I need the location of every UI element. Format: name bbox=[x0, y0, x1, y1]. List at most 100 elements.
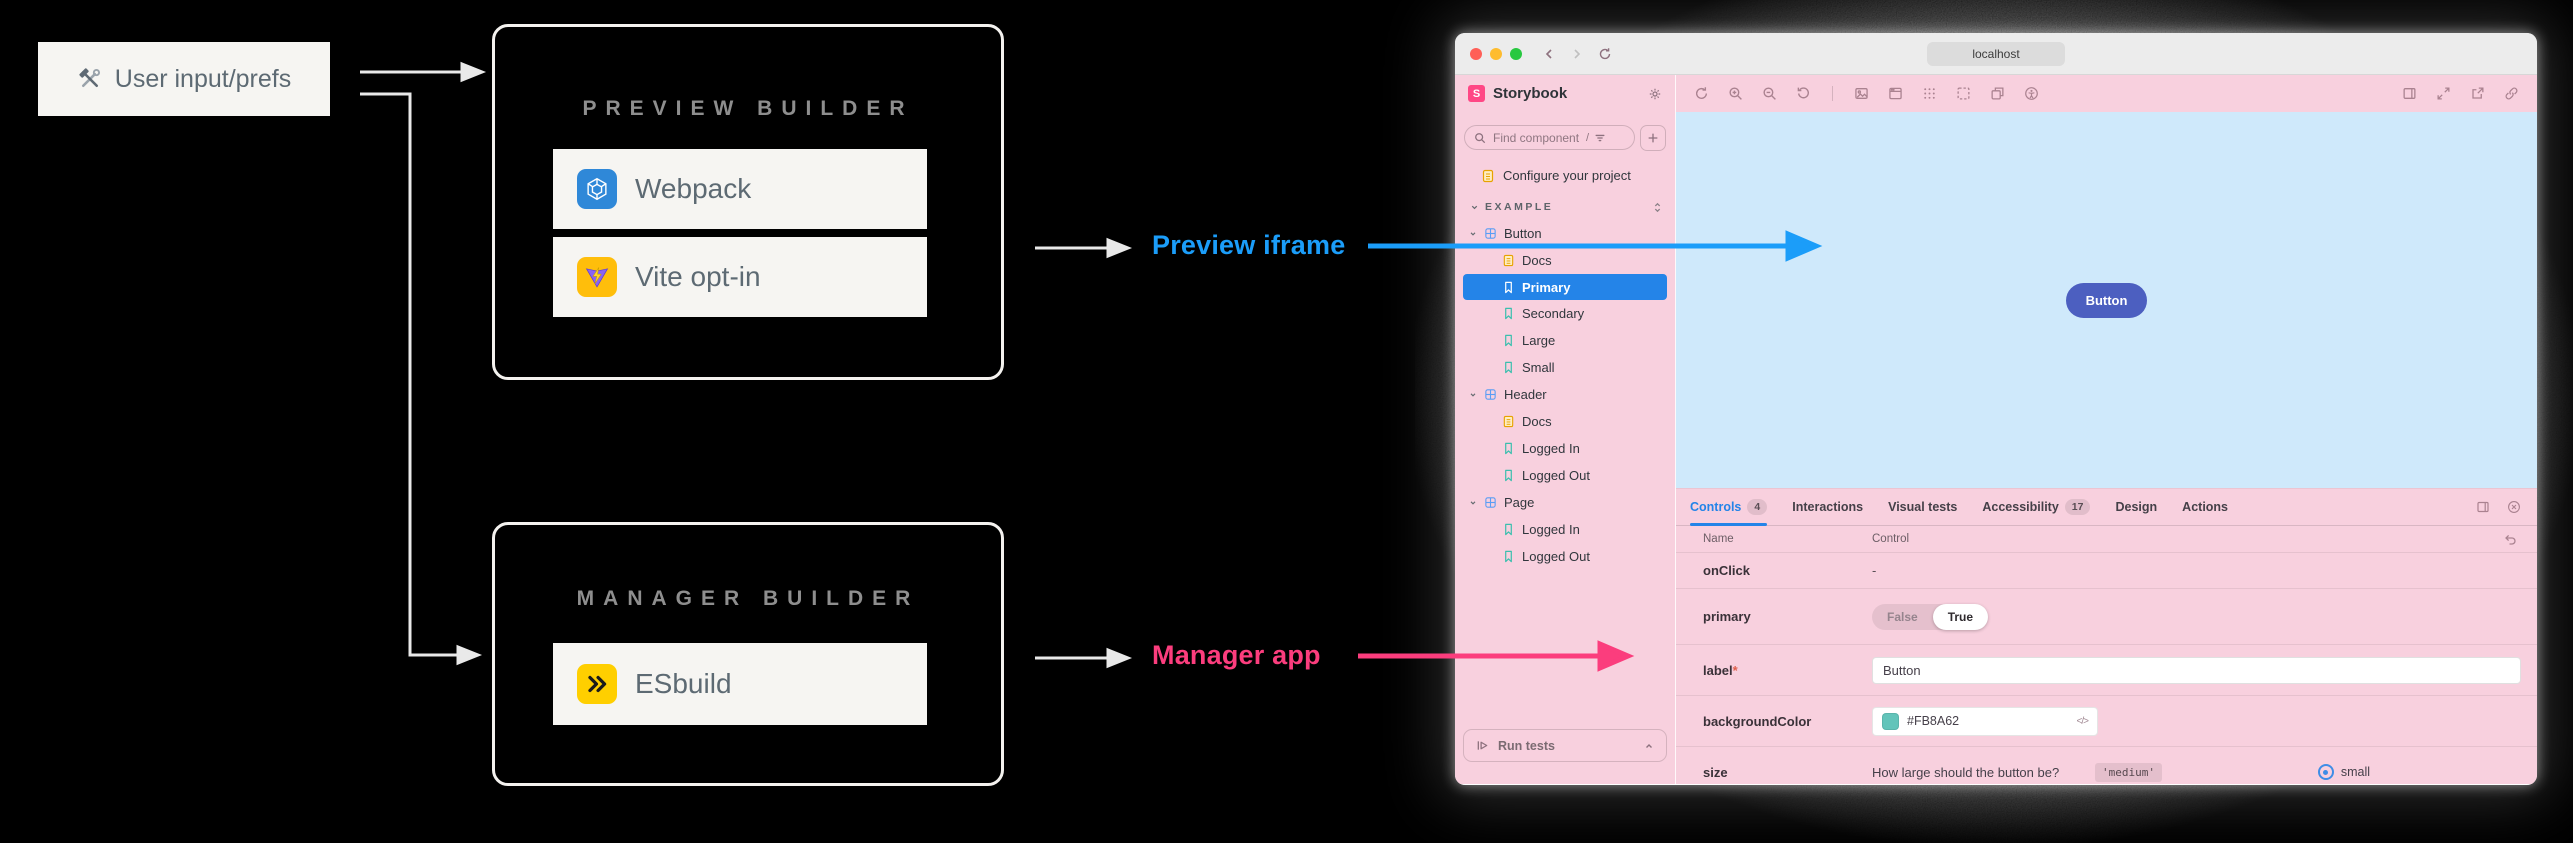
vite-row: Vite opt-in bbox=[553, 237, 927, 317]
panel-tabs: Controls 4 Interactions Visual tests Acc… bbox=[1676, 489, 2537, 526]
expand-all-icon[interactable] bbox=[1652, 202, 1663, 213]
search-box[interactable]: / bbox=[1464, 125, 1635, 150]
search-input[interactable] bbox=[1491, 129, 1581, 146]
label-input[interactable] bbox=[1872, 656, 2521, 684]
canvas-toolbar bbox=[1676, 75, 2537, 112]
zoom-reset-icon[interactable] bbox=[1796, 86, 1811, 101]
sidebar-item-button[interactable]: Button bbox=[1455, 220, 1675, 247]
sidebar-item-secondary[interactable]: Secondary bbox=[1455, 300, 1675, 327]
user-input-box: User input/prefs bbox=[38, 42, 330, 116]
filter-icon[interactable] bbox=[1594, 132, 1606, 144]
backgrounds-icon[interactable] bbox=[1854, 86, 1869, 101]
fullscreen-icon[interactable] bbox=[2436, 86, 2451, 101]
tab-accessibility[interactable]: Accessibility 17 bbox=[1982, 489, 2091, 525]
tab-actions[interactable]: Actions bbox=[2182, 489, 2228, 525]
webpack-row: Webpack bbox=[553, 149, 927, 229]
zoom-window-button[interactable] bbox=[1510, 47, 1522, 60]
tab-design[interactable]: Design bbox=[2115, 489, 2157, 525]
sidebar-item-small[interactable]: Small bbox=[1455, 354, 1675, 381]
control-row-primary: primary False True bbox=[1676, 588, 2537, 644]
control-row-onclick: onClick - bbox=[1676, 552, 2537, 588]
reload-icon[interactable] bbox=[1598, 47, 1612, 61]
size-description: How large should the button be? bbox=[1872, 764, 2060, 780]
close-panel-icon[interactable] bbox=[2507, 500, 2521, 514]
gear-icon[interactable] bbox=[1648, 87, 1662, 101]
accessibility-icon[interactable] bbox=[2024, 86, 2039, 101]
sidebar-item-logged-out[interactable]: Logged Out bbox=[1455, 543, 1675, 570]
chevron-down-icon bbox=[1470, 203, 1479, 212]
esbuild-icon bbox=[577, 664, 617, 704]
sidebar-item-header[interactable]: Header bbox=[1455, 381, 1675, 408]
outline-icon[interactable] bbox=[1956, 86, 1971, 101]
accessibility-count-badge: 17 bbox=[2064, 499, 2091, 515]
primary-false-option[interactable]: False bbox=[1872, 604, 1933, 630]
manager-builder-box: MANAGER BUILDER ESbuild bbox=[492, 522, 1004, 786]
back-icon[interactable] bbox=[1542, 47, 1556, 61]
manager-builder-title: MANAGER BUILDER bbox=[576, 587, 920, 610]
control-row-size: size How large should the button be? 'me… bbox=[1676, 746, 2537, 785]
preview-canvas: Button bbox=[1676, 112, 2537, 488]
zoom-out-icon[interactable] bbox=[1762, 86, 1777, 101]
story-icon bbox=[1502, 307, 1515, 320]
grid-icon[interactable] bbox=[1922, 86, 1937, 101]
sidebar-section-example[interactable]: EXAMPLE bbox=[1470, 201, 1663, 213]
run-tests-button[interactable]: Run tests bbox=[1463, 729, 1667, 762]
primary-true-option[interactable]: True bbox=[1932, 603, 1989, 630]
doc-icon bbox=[1481, 169, 1495, 183]
plus-icon bbox=[1647, 132, 1659, 144]
onclick-value: - bbox=[1872, 563, 1877, 578]
component-icon bbox=[1484, 227, 1497, 240]
copy-link-icon[interactable] bbox=[2504, 86, 2519, 101]
doc-icon bbox=[1502, 415, 1515, 428]
component-icon bbox=[1484, 496, 1497, 509]
tab-controls[interactable]: Controls 4 bbox=[1690, 489, 1768, 526]
user-input-label: User input/prefs bbox=[114, 64, 292, 93]
chevron-down-icon bbox=[1469, 230, 1477, 238]
zoom-in-icon[interactable] bbox=[1728, 86, 1743, 101]
controls-count-badge: 4 bbox=[1747, 499, 1768, 515]
measure-icon[interactable] bbox=[1990, 86, 2005, 101]
story-icon bbox=[1502, 334, 1515, 347]
sidebar-item-docs[interactable]: Docs bbox=[1455, 408, 1675, 435]
esbuild-label: ESbuild bbox=[635, 668, 732, 699]
close-window-button[interactable] bbox=[1470, 47, 1482, 60]
size-radio-small[interactable]: small bbox=[2317, 764, 2370, 780]
tab-visual-tests[interactable]: Visual tests bbox=[1888, 489, 1957, 525]
color-swatch[interactable] bbox=[1882, 712, 1899, 730]
forward-icon[interactable] bbox=[1570, 47, 1584, 61]
sidebar-item-logged-out[interactable]: Logged Out bbox=[1455, 462, 1675, 489]
sidebar-item-logged-in[interactable]: Logged In bbox=[1455, 435, 1675, 462]
open-external-icon[interactable] bbox=[2470, 86, 2485, 101]
sidebar-item-page[interactable]: Page bbox=[1455, 489, 1675, 516]
remount-icon[interactable] bbox=[1694, 86, 1709, 101]
preview-button[interactable]: Button bbox=[2065, 282, 2148, 318]
address-bar[interactable]: localhost bbox=[1927, 41, 2065, 66]
sidebar-item-large[interactable]: Large bbox=[1455, 327, 1675, 354]
panel-position-icon[interactable] bbox=[2476, 500, 2490, 514]
story-icon bbox=[1502, 361, 1515, 374]
search-icon bbox=[1474, 132, 1486, 144]
minimize-window-button[interactable] bbox=[1490, 47, 1502, 60]
control-row-label: label* bbox=[1676, 644, 2537, 695]
chevron-up-icon bbox=[1644, 741, 1654, 751]
browser-window: localhost S Storybook bbox=[1455, 33, 2537, 785]
tab-interactions[interactable]: Interactions bbox=[1792, 489, 1863, 525]
webpack-icon bbox=[577, 169, 617, 209]
radio-icon[interactable] bbox=[2317, 764, 2334, 780]
sidebar-item-primary[interactable]: Primary bbox=[1463, 274, 1667, 300]
required-mark: * bbox=[1732, 662, 1738, 678]
reset-controls-icon[interactable] bbox=[2503, 532, 2517, 546]
sidebar-item-logged-in[interactable]: Logged In bbox=[1455, 516, 1675, 543]
panel-toggle-icon[interactable] bbox=[2402, 86, 2417, 101]
code-icon[interactable]: </> bbox=[2076, 715, 2090, 727]
control-row-backgroundcolor: backgroundColor #FB8A62 </> bbox=[1676, 695, 2537, 746]
viewport-icon[interactable] bbox=[1888, 86, 1903, 101]
sidebar-item-configure[interactable]: Configure your project bbox=[1481, 168, 1675, 183]
toolbar-separator bbox=[1832, 86, 1833, 101]
create-story-button[interactable] bbox=[1640, 125, 1666, 151]
section-label: EXAMPLE bbox=[1485, 201, 1554, 213]
color-input[interactable]: #FB8A62 </> bbox=[1872, 706, 2098, 736]
sidebar-item-docs[interactable]: Docs bbox=[1455, 247, 1675, 274]
primary-toggle: False True bbox=[1872, 603, 1989, 630]
